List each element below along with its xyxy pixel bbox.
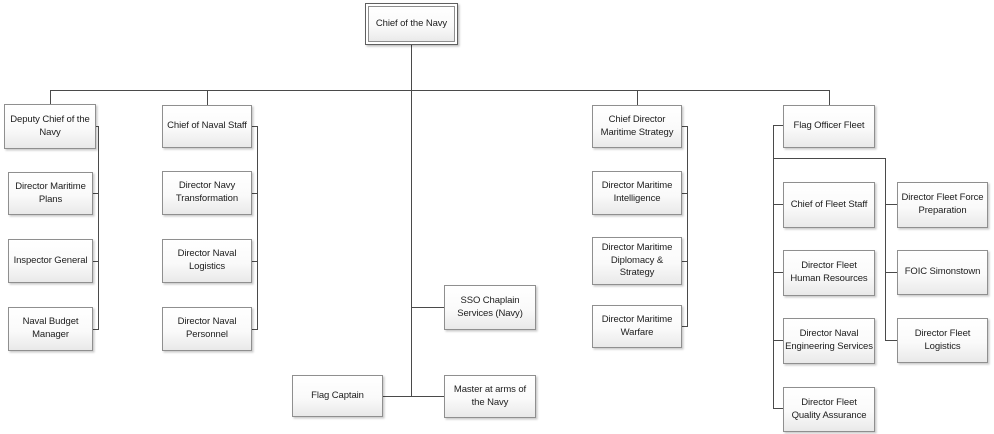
connector-drop-fleet — [829, 90, 830, 106]
node-label: SSO Chaplain Services (Navy) — [457, 294, 523, 319]
node-inspector-general[interactable]: Inspector General — [8, 239, 93, 283]
node-label: Flag Officer Fleet — [793, 120, 865, 132]
connector-stub — [682, 193, 688, 194]
node-label: Flag Captain — [311, 389, 364, 401]
node-label: Director Maritime Plans — [15, 180, 86, 205]
node-deputy-chief-of-the-navy[interactable]: Deputy Chief of the Navy — [4, 104, 96, 149]
node-director-maritime-intelligence[interactable]: Director Maritime Intelligence — [592, 171, 682, 215]
connector-stub — [886, 272, 897, 273]
node-label: Deputy Chief of the Navy — [10, 113, 90, 138]
connector-drop-naval-staff — [207, 90, 208, 106]
connector-stub — [93, 329, 99, 330]
root-inner-border: Chief of the Navy — [368, 6, 455, 42]
connector-drop-deputy — [50, 90, 51, 105]
connector-stub — [252, 261, 258, 262]
node-master-at-arms[interactable]: Master at arms of the Navy — [444, 375, 536, 418]
node-director-fleet-logistics[interactable]: Director Fleet Logistics — [897, 318, 988, 363]
connector-stub-sso-chaplain — [412, 307, 444, 308]
connector-stub — [682, 326, 688, 327]
connector-fleet-branch — [773, 158, 886, 159]
node-label: Director Maritime Intelligence — [601, 180, 673, 204]
connector-stub — [773, 340, 783, 341]
connector-stub — [252, 329, 258, 330]
connector-stub — [252, 126, 258, 127]
node-chief-of-fleet-staff[interactable]: Chief of Fleet Staff — [783, 182, 875, 228]
node-flag-captain[interactable]: Flag Captain — [292, 375, 383, 417]
connector-stub — [252, 193, 258, 194]
node-director-naval-logistics[interactable]: Director Naval Logistics — [162, 239, 252, 283]
connector-stub — [773, 204, 783, 205]
connector-rail-maritime-strategy — [687, 126, 688, 327]
node-flag-officer-fleet[interactable]: Flag Officer Fleet — [783, 105, 875, 148]
node-director-fleet-force-preparation[interactable]: Director Fleet Force Preparation — [897, 182, 988, 228]
node-chief-of-the-navy[interactable]: Chief of the Navy — [365, 3, 458, 45]
connector-stub-bottom-row — [383, 396, 444, 397]
connector-stub — [93, 193, 99, 194]
node-director-navy-transformation[interactable]: Director Navy Transformation — [162, 171, 252, 215]
node-label: Director Fleet Logistics — [914, 327, 971, 352]
connector-main-horizontal — [50, 90, 830, 91]
node-naval-budget-manager[interactable]: Naval Budget Manager — [8, 307, 93, 351]
node-director-fleet-human-resources[interactable]: Director Fleet Human Resources — [783, 250, 875, 296]
node-foic-simonstown[interactable]: FOIC Simonstown — [897, 250, 988, 295]
node-label: Chief of Fleet Staff — [790, 198, 868, 210]
node-label: Director Fleet Quality Assurance — [791, 396, 867, 421]
connector-stub — [682, 126, 688, 127]
node-label: Master at arms of the Navy — [453, 383, 527, 408]
connector-stub — [886, 204, 897, 205]
node-director-naval-engineering-services[interactable]: Director Naval Engineering Services — [783, 318, 875, 364]
connector-drop-maritime-strategy — [637, 90, 638, 106]
node-chief-of-naval-staff[interactable]: Chief of Naval Staff — [162, 105, 252, 148]
node-label: Director Maritime Warfare — [601, 313, 673, 338]
node-label: Director Naval Logistics — [177, 248, 237, 272]
node-label: Director Navy Transformation — [175, 180, 239, 204]
node-director-maritime-diplomacy-strategy[interactable]: Director Maritime Diplomacy & Strategy — [592, 237, 682, 285]
connector-root-spine — [411, 45, 412, 397]
connector-rail-naval-staff — [257, 126, 258, 330]
node-label: Chief Director Maritime Strategy — [600, 113, 674, 138]
node-label: Director Maritime Diplomacy & Strategy — [601, 241, 673, 279]
node-director-maritime-warfare[interactable]: Director Maritime Warfare — [592, 305, 682, 348]
node-director-maritime-plans[interactable]: Director Maritime Plans — [8, 172, 93, 215]
node-label: Director Fleet Force Preparation — [901, 192, 984, 216]
node-sso-chaplain-services[interactable]: SSO Chaplain Services (Navy) — [444, 285, 536, 330]
node-label: Director Naval Engineering Services — [785, 328, 873, 352]
node-label: FOIC Simonstown — [904, 266, 981, 278]
connector-stub — [682, 261, 688, 262]
connector-stub — [93, 261, 99, 262]
node-label: Director Fleet Human Resources — [790, 260, 868, 284]
node-label: Chief of Naval Staff — [167, 120, 247, 132]
node-label: Director Naval Personnel — [177, 316, 237, 340]
node-label: Inspector General — [13, 254, 88, 266]
connector-stub — [886, 340, 897, 341]
node-chief-director-maritime-strategy[interactable]: Chief Director Maritime Strategy — [592, 105, 682, 148]
connector-stub — [773, 272, 783, 273]
connector-stub-fleet-head — [773, 125, 783, 126]
connector-rail-deputy — [98, 126, 99, 330]
node-label: Chief of the Navy — [375, 17, 448, 29]
connector-rail-fleet-right — [885, 158, 886, 341]
node-director-fleet-quality-assurance[interactable]: Director Fleet Quality Assurance — [783, 387, 875, 432]
node-director-naval-personnel[interactable]: Director Naval Personnel — [162, 307, 252, 351]
connector-stub — [773, 408, 783, 409]
node-label: Naval Budget Manager — [22, 316, 79, 340]
connector-stub — [93, 126, 99, 127]
connector-rail-fleet-left — [773, 125, 774, 409]
